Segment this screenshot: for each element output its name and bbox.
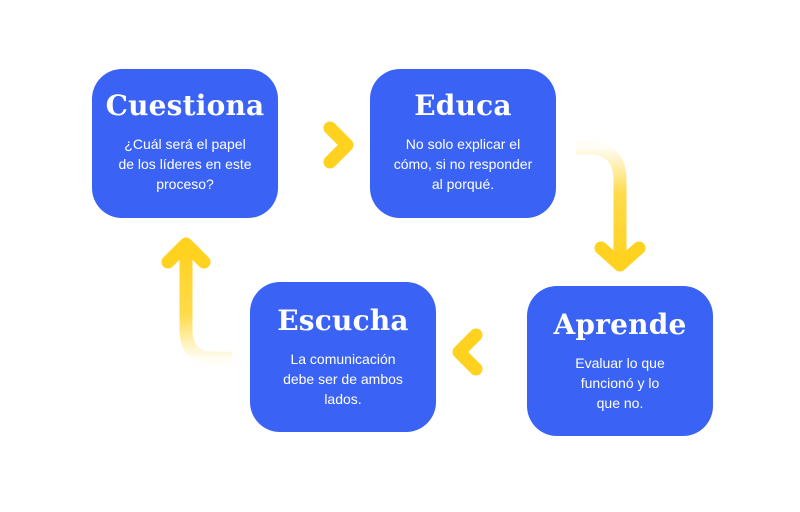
arrow-up-curved-icon — [161, 237, 232, 365]
card-cuestiona: Cuestiona ¿Cuál será el papel de los líd… — [92, 69, 278, 218]
card-body-cuestiona: ¿Cuál será el papel de los líderes en es… — [118, 136, 252, 192]
card-body-aprende: Evaluar lo que funcionó y lo que no. — [575, 355, 665, 411]
card-aprende: Aprende Evaluar lo que funcionó y lo que… — [527, 286, 713, 436]
card-body-escucha: La comunicación debe ser de ambos lados. — [283, 351, 403, 407]
card-title-escucha: Escucha — [277, 304, 409, 337]
card-title-aprende: Aprende — [553, 308, 687, 341]
card-title-educa: Educa — [414, 89, 512, 122]
card-body-educa: No solo explicar el cómo, si no responde… — [393, 136, 533, 192]
card-educa: Educa No solo explicar el cómo, si no re… — [370, 69, 556, 218]
arrow-left-icon — [452, 328, 507, 376]
card-title-cuestiona: Cuestiona — [105, 89, 265, 122]
arrow-down-curved-icon — [576, 141, 646, 272]
card-escucha: Escucha La comunicación debe ser de ambo… — [250, 282, 436, 432]
arrow-right-icon — [298, 121, 354, 169]
